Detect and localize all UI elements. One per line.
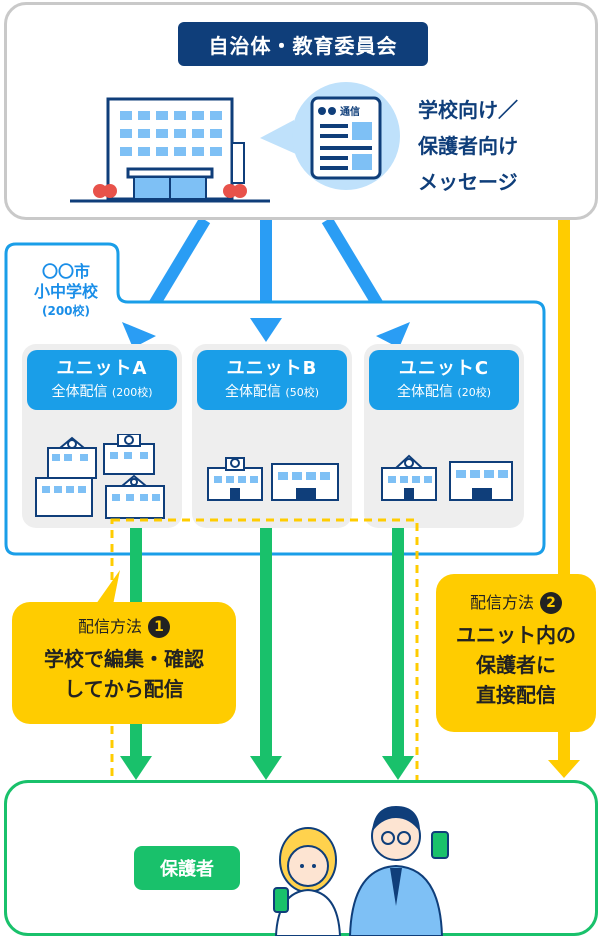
method-body-line: 直接配信	[476, 683, 556, 707]
unit-school-count: (200校)	[111, 386, 153, 399]
unit-delivery: 全体配信	[51, 384, 108, 400]
unit-card-b: ユニットB 全体配信 (50校)	[192, 344, 352, 528]
unit-header: ユニットC 全体配信 (20校)	[369, 350, 519, 410]
school-buildings-icon	[381, 454, 513, 501]
unit-name: ユニットC	[398, 358, 490, 379]
unit-subtitle: 全体配信 (200校)	[27, 382, 177, 403]
unit-card-c: ユニットC 全体配信 (20校)	[364, 344, 524, 528]
unit-school-count: (20校)	[457, 386, 492, 399]
city-name-line2: 小中学校	[33, 282, 98, 301]
office-building-icon	[70, 97, 270, 203]
city-name-line1: 〇〇市	[41, 262, 90, 281]
message-description: 学校向け／ 保護者向け メッセージ	[418, 92, 588, 200]
city-school-count: (200校)	[41, 304, 91, 318]
newsletter-bubble-icon: 通信	[260, 82, 400, 190]
unit-subtitle: 全体配信 (50校)	[197, 382, 347, 403]
unit-card-a: ユニットA 全体配信 (200校)	[22, 344, 182, 528]
unit-name: ユニットB	[226, 358, 318, 379]
callout-pointer	[96, 570, 120, 610]
doc-label: 通信	[340, 105, 360, 118]
message-line: メッセージ	[418, 170, 518, 194]
message-line: 保護者向け	[418, 134, 518, 158]
method-label: 配信方法	[77, 617, 142, 636]
unit-delivery: 全体配信	[224, 384, 281, 400]
message-line: 学校向け／	[418, 98, 518, 122]
unit-subtitle: 全体配信 (20校)	[369, 382, 519, 403]
number-badge: 1	[148, 616, 170, 638]
municipality-title: 自治体・教育委員会	[178, 22, 428, 66]
method-body-line: してから配信	[64, 677, 184, 701]
method-body-line: 学校で編集・確認	[44, 647, 204, 671]
unit-name: ユニットA	[56, 358, 148, 379]
method-label: 配信方法	[469, 593, 534, 612]
city-label: 〇〇市 小中学校 (200校)	[22, 262, 110, 320]
unit-header: ユニットA 全体配信 (200校)	[27, 350, 177, 410]
school-buildings-icon	[35, 434, 165, 519]
unit-school-count: (50校)	[285, 386, 320, 399]
method-body-line: 保護者に	[476, 653, 556, 677]
yellow-arrowhead	[548, 760, 580, 778]
delivery-method-1: 配信方法 1 学校で編集・確認 してから配信	[12, 602, 236, 724]
method-body-line: ユニット内の	[456, 623, 576, 647]
number-badge: 2	[540, 592, 562, 614]
unit-header: ユニットB 全体配信 (50校)	[197, 350, 347, 410]
parents-label: 保護者	[134, 846, 240, 890]
school-buildings-icon	[207, 457, 339, 501]
delivery-method-2: 配信方法 2 ユニット内の 保護者に 直接配信	[436, 574, 596, 732]
unit-delivery: 全体配信	[396, 384, 453, 400]
parents-illustration-icon	[273, 806, 449, 936]
